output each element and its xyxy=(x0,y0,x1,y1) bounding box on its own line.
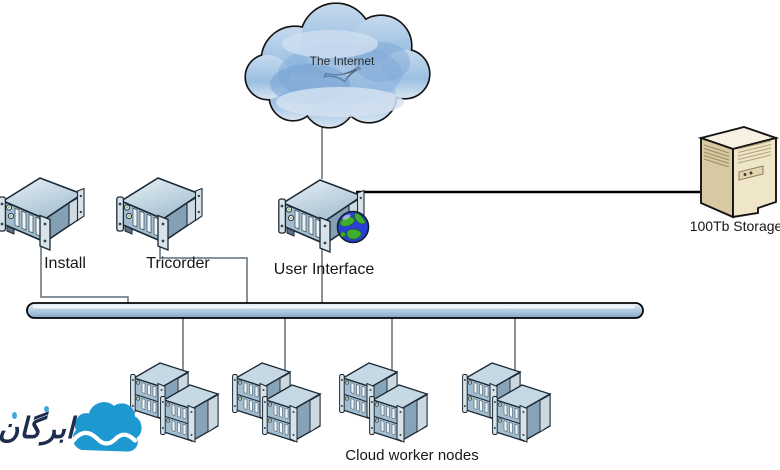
connection-tricorder-to-bus xyxy=(159,238,248,304)
storage-label: 100Tb Storage xyxy=(689,218,780,234)
install-label: Install xyxy=(44,255,86,272)
globe-icon xyxy=(336,210,370,244)
worker-cluster-1 xyxy=(131,363,218,442)
server-storage xyxy=(697,126,780,219)
internet-cloud xyxy=(244,2,431,129)
network-backbone-bus xyxy=(26,302,644,319)
worker-cluster-4 xyxy=(463,363,550,442)
user-interface-label: User Interface xyxy=(273,261,375,278)
internet-cloud-label: The Internet xyxy=(309,54,375,68)
worker-cluster-3 xyxy=(340,363,427,442)
tricorder-label: Tricorder xyxy=(146,255,210,272)
server-tricorder xyxy=(116,177,203,251)
server-install xyxy=(0,177,85,251)
logo-accent-dot xyxy=(44,406,49,412)
worker-cluster-2 xyxy=(233,363,320,442)
worker-nodes-label: Cloud worker nodes xyxy=(345,447,479,464)
brand-logo-text: ابرگان xyxy=(0,411,74,445)
connection-install-to-bus xyxy=(40,236,129,304)
logo-cloud-icon xyxy=(70,402,142,452)
logo-accent-dot xyxy=(12,412,17,419)
